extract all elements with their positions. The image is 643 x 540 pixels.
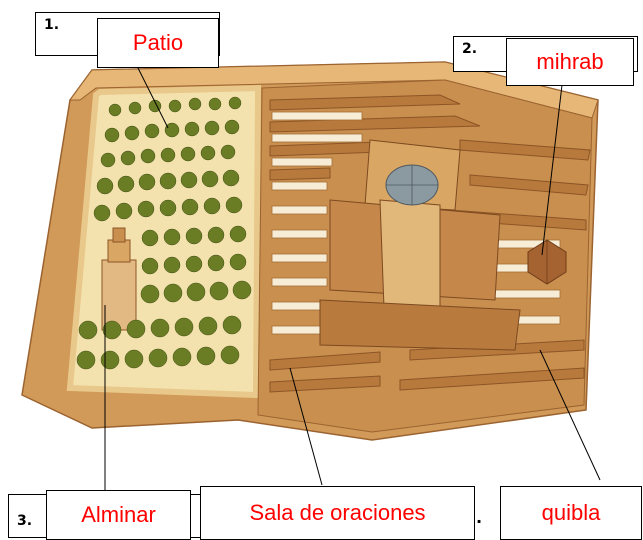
patio-trees: [76, 96, 252, 370]
minaret: [101, 227, 137, 331]
number-box-4: .: [476, 508, 483, 527]
label-quibla: quibla: [500, 486, 642, 540]
patio-arcade: [66, 84, 262, 399]
label-sala-de-oraciones: Sala de oraciones: [200, 486, 475, 540]
central-maqsura: [319, 139, 521, 351]
callout-lines: [104, 67, 601, 490]
label-patio: Patio: [97, 18, 219, 68]
label-mihrab: mihrab: [506, 38, 634, 86]
label-alminar: Alminar: [46, 490, 191, 540]
